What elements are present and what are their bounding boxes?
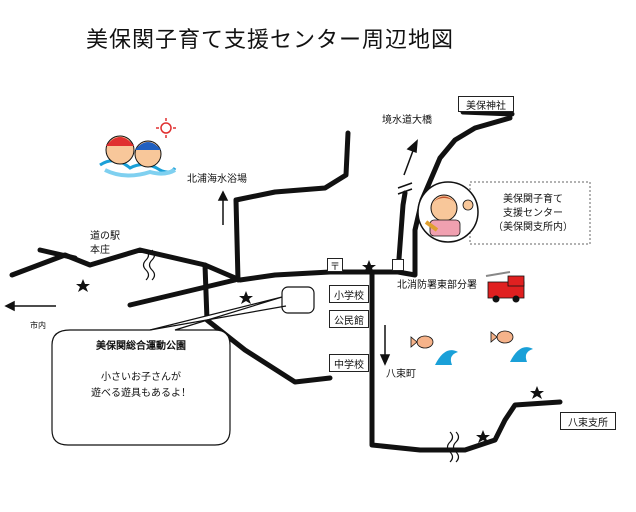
star-icon (76, 260, 544, 443)
bridge-label: 境水道大橋 (382, 115, 432, 126)
arrow-icon-beach (217, 190, 229, 225)
bridge-marks (397, 182, 413, 195)
road-shrine (460, 109, 515, 117)
road-diagonal (127, 277, 238, 308)
callout-bubble (51, 296, 283, 446)
road-south (369, 269, 563, 453)
river-wave-icon (142, 249, 460, 463)
fire-truck-icon (485, 271, 525, 303)
michi-no-eki-label: 道の駅 本庄 (90, 231, 120, 256)
children-swimming-icon (99, 135, 177, 178)
elementary-school-label: 小学校 (329, 285, 369, 303)
community-hall-label: 公民館 (329, 310, 369, 328)
road-west-spur (37, 247, 78, 261)
fish-wave-icon (410, 330, 533, 365)
arrow-icon-city (4, 300, 56, 312)
road-to-beach (233, 130, 351, 283)
page-title: 美保関子育て支援センター周辺地図 (86, 28, 455, 53)
post-office-marker: 〒 (327, 258, 343, 273)
park-marker (281, 286, 315, 314)
fire-station-label: 北消防署東部分署 (397, 280, 477, 291)
shrine-label: 美保神社 (458, 96, 514, 112)
sun-icon (156, 118, 176, 138)
building-marker (392, 259, 404, 271)
yatsuka-branch-label: 八束支所 (560, 412, 616, 430)
to-city-label: 市内 (30, 321, 46, 330)
junior-high-label: 中学校 (329, 354, 369, 372)
yatsuka-town-label: 八束町 (386, 369, 416, 380)
support-center-label: 美保関子育て 支援センター （美保関支所内） (493, 194, 573, 233)
arrow-icon-yatsuka (379, 325, 391, 366)
callout-park-name: 美保関総合運動公園 (96, 341, 186, 352)
road-main-north (369, 190, 408, 275)
road-east (395, 115, 513, 278)
road-park-loop (202, 262, 333, 385)
arrow-icon-bridge (403, 139, 418, 176)
callout-text: 小さいお子さんが 遊べる遊具もあるよ！ (91, 372, 191, 399)
child-waving-icon (417, 181, 479, 243)
kitaura-beach-label: 北浦海水浴場 (187, 174, 247, 185)
callout: 美保関総合運動公園 小さいお子さんが 遊べる遊具もあるよ！ (52, 337, 230, 402)
